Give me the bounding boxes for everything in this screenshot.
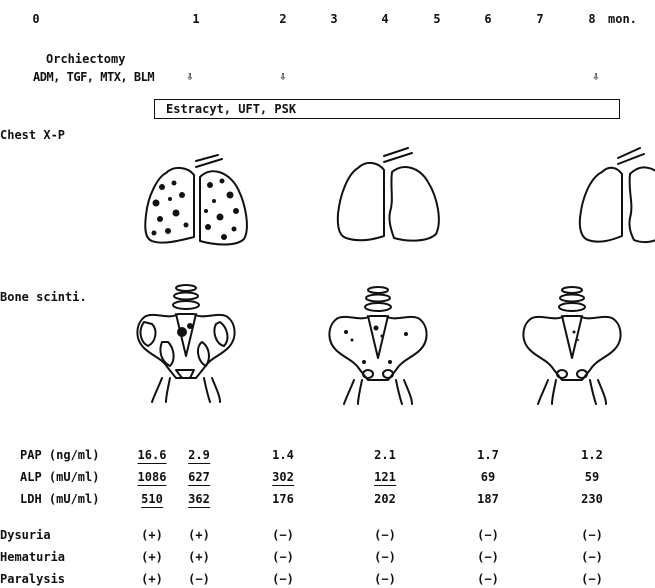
hematuria-m1: (+)	[188, 550, 210, 564]
hematuria-m6: (−)	[477, 550, 499, 564]
maintenance-label: Estracyt, UFT, PSK	[166, 102, 296, 116]
month-0-label: 0	[32, 12, 39, 26]
hematuria-m4: (−)	[374, 550, 396, 564]
month-1-label: 1	[192, 12, 199, 26]
month-2-label: 2	[279, 12, 286, 26]
paralysis-m2: (−)	[272, 572, 294, 586]
ldh-value-m0: 510	[141, 492, 163, 508]
pap-value-m8: 1.2	[581, 448, 603, 462]
down-arrow-icon: ⇩	[186, 69, 193, 83]
alp-value-m6: 69	[481, 470, 495, 484]
paralysis-m8: (−)	[581, 572, 603, 586]
down-arrow-icon: ⇩	[279, 69, 286, 83]
chest-xray-month-1	[138, 155, 258, 255]
month-3-label: 3	[330, 12, 337, 26]
paralysis-m4: (−)	[374, 572, 396, 586]
dysuria-m6: (−)	[477, 528, 499, 542]
month-4-label: 4	[381, 12, 388, 26]
dysuria-label: Dysuria	[0, 528, 51, 542]
bone-scan-month-1	[132, 282, 242, 402]
alp-value-m1: 627	[188, 470, 210, 486]
pap-value-m2: 1.4	[272, 448, 294, 462]
ldh-value-m6: 187	[477, 492, 499, 506]
chemo-label: ADM, TGF, MTX, BLM	[33, 70, 154, 84]
orchiectomy-label: Orchiectomy	[46, 52, 125, 66]
month-5-label: 5	[433, 12, 440, 26]
ldh-label: LDH (mU/ml)	[20, 492, 99, 506]
dysuria-m1: (+)	[188, 528, 210, 542]
chest-xp-label: Chest X-P	[0, 128, 65, 142]
dysuria-m2: (−)	[272, 528, 294, 542]
pap-value-m4: 2.1	[374, 448, 396, 462]
pap-value-m0: 16.6	[138, 448, 167, 464]
alp-label: ALP (mU/ml)	[20, 470, 99, 484]
pap-label: PAP (ng/ml)	[20, 448, 99, 462]
dysuria-m8: (−)	[581, 528, 603, 542]
alp-value-m0: 1086	[138, 470, 167, 486]
alp-value-m8: 59	[585, 470, 599, 484]
pap-value-m1: 2.9	[188, 448, 210, 464]
month-6-label: 6	[484, 12, 491, 26]
ldh-value-m8: 230	[581, 492, 603, 506]
chest-xray-month-4	[328, 148, 448, 248]
month-8-label: 8	[588, 12, 595, 26]
pap-value-m6: 1.7	[477, 448, 499, 462]
hematuria-m8: (−)	[581, 550, 603, 564]
bone-scinti-label: Bone scinti.	[0, 290, 87, 304]
month-7-label: 7	[536, 12, 543, 26]
month-unit-label: mon.	[608, 12, 637, 26]
paralysis-m6: (−)	[477, 572, 499, 586]
hematuria-m0: (+)	[141, 550, 163, 564]
paralysis-label: Paralysis	[0, 572, 65, 586]
paralysis-m1: (−)	[188, 572, 210, 586]
alp-value-m2: 302	[272, 470, 294, 486]
alp-value-m4: 121	[374, 470, 396, 486]
ldh-value-m2: 176	[272, 492, 294, 506]
bone-scan-month-4	[324, 284, 434, 404]
ldh-value-m4: 202	[374, 492, 396, 506]
dysuria-m4: (−)	[374, 528, 396, 542]
bone-scan-month-8	[518, 284, 628, 404]
hematuria-m2: (−)	[272, 550, 294, 564]
hematuria-label: Hematuria	[0, 550, 65, 564]
paralysis-m0: (+)	[141, 572, 163, 586]
chest-xray-month-8	[572, 148, 655, 248]
dysuria-m0: (+)	[141, 528, 163, 542]
down-arrow-icon: ⇩	[592, 69, 599, 83]
ldh-value-m1: 362	[188, 492, 210, 508]
